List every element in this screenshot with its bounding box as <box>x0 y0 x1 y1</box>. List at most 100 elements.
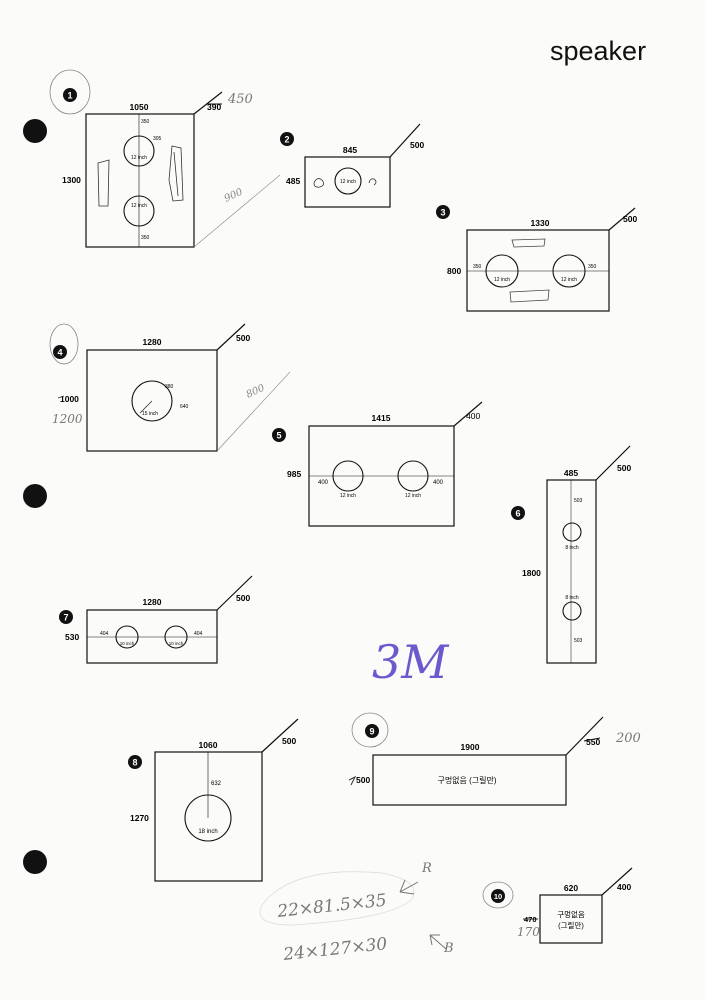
depth-label-6: 500 <box>617 463 631 473</box>
center-text-9: 구멍없음 (그릴만) <box>437 775 496 785</box>
bottom-dim-1: 350 <box>141 235 150 241</box>
depth-line-2 <box>389 123 421 158</box>
hand-sketch-1a <box>97 159 110 207</box>
right-dim-5: 400 <box>433 480 444 486</box>
number-label-10: 10 <box>494 892 502 901</box>
width-label-5: 1415 <box>372 413 391 423</box>
speaker-label-7a: 10 inch <box>120 641 135 646</box>
right-dim-4: 640 <box>180 404 189 410</box>
hand-circle-1 <box>49 69 91 115</box>
depth-label-10: 400 <box>617 882 631 892</box>
diagram-1: 1 1050 1300 390 450 900 350 305 12 inch … <box>49 69 281 248</box>
side-dim-1: 305 <box>153 136 162 142</box>
handwritten-notes: 22×81.5×35 R 24×127×30 B <box>259 861 454 965</box>
note-b: 24×127×30 <box>281 934 388 965</box>
speaker-label-5b: 12 inch <box>405 493 421 499</box>
note-r: 22×81.5×35 <box>275 891 387 922</box>
hand-sketch-2a <box>313 178 324 188</box>
hand-sketch-3b <box>509 289 550 303</box>
number-badge-2 <box>280 132 294 146</box>
height-label-9: 500 <box>356 775 370 785</box>
speaker-box-6 <box>546 479 597 664</box>
number-label-8: 8 <box>132 758 137 768</box>
speaker-circle-1a <box>123 135 155 167</box>
binder-hole-bottom <box>23 850 47 874</box>
number-label-6: 6 <box>515 509 520 519</box>
hand-circle-9 <box>351 712 389 748</box>
width-label-4: 1280 <box>143 337 162 347</box>
height-label-6: 1800 <box>522 568 541 578</box>
height-label-7: 530 <box>65 632 79 642</box>
height-label-10: 470 <box>524 915 537 924</box>
depth-line-4 <box>216 323 246 351</box>
depth-line-7 <box>216 575 253 611</box>
height-label-3: 800 <box>447 266 461 276</box>
width-label-6: 485 <box>564 468 578 478</box>
tag-r: R <box>421 861 432 876</box>
strike-height-9 <box>348 775 357 786</box>
depth-label-9: 550 <box>586 737 600 747</box>
number-label-7: 7 <box>63 613 68 623</box>
speaker-circle-5b <box>397 460 429 492</box>
speaker-label-2: 12 inch <box>340 179 356 185</box>
depth-handwritten-1: 450 <box>227 92 253 107</box>
number-label-9: 9 <box>369 727 374 737</box>
hand-sketch-2b <box>368 178 377 186</box>
diagram-9: 9 1900 500 550 200 구멍없음 (그릴만) <box>348 712 641 806</box>
speaker-circle-1b <box>123 195 155 227</box>
number-badge-8 <box>128 755 142 769</box>
height-handwritten-10: 170 <box>517 925 540 939</box>
height-handwritten-4: 1200 <box>52 412 83 426</box>
speaker-circle-2 <box>334 167 362 195</box>
right-dim-7: 404 <box>194 631 203 637</box>
top-dim-4: 380 <box>165 384 174 390</box>
number-badge-10 <box>491 889 505 903</box>
number-label-2: 2 <box>284 135 289 145</box>
right-dim-3: 350 <box>588 264 597 270</box>
speaker-box-2 <box>304 156 391 208</box>
radius-line-4 <box>139 400 153 414</box>
depth-label-8: 500 <box>282 736 296 746</box>
speaker-label-7b: 10 inch <box>169 641 184 646</box>
top-dim-1: 350 <box>141 119 150 125</box>
depth-label-7: 500 <box>236 593 250 603</box>
depth-label-2: 500 <box>410 140 424 150</box>
speaker-box-9 <box>372 754 567 806</box>
width-label-8: 1060 <box>199 740 218 750</box>
center-text-10a: 구멍없음 <box>557 909 585 919</box>
depth-line-5 <box>453 401 483 427</box>
speaker-box-7 <box>86 609 218 664</box>
depth-label-4: 500 <box>236 333 250 343</box>
width-label-7: 1280 <box>143 597 162 607</box>
number-badge-3 <box>436 205 450 219</box>
depth-handwritten-9: 200 <box>615 731 641 746</box>
speaker-label-6b: 8 inch <box>565 595 579 601</box>
height-label-8: 1270 <box>130 813 149 823</box>
number-label-3: 3 <box>440 208 445 218</box>
speaker-label-4: 15 inch <box>142 411 158 417</box>
speaker-label-3b: 12 inch <box>561 277 577 283</box>
diagram-5: 5 1415 985 400 400 400 12 inch 12 inch <box>272 401 483 527</box>
depth-label-3: 500 <box>623 214 637 224</box>
speaker-circle-6b <box>562 601 582 621</box>
depth-line-3 <box>608 207 636 231</box>
number-badge-9 <box>365 724 379 738</box>
speaker-label-1a: 12 inch <box>131 155 147 161</box>
speaker-box-8 <box>154 751 263 882</box>
strike-depth-9 <box>583 737 601 742</box>
width-label-3: 1330 <box>531 218 550 228</box>
speaker-box-1 <box>85 113 195 248</box>
binder-hole-middle <box>23 484 47 508</box>
height-label-4: 1000 <box>60 394 79 404</box>
speaker-label-6a: 8 inch <box>565 545 579 551</box>
hand-sketch-3a <box>511 238 546 248</box>
width-label-9: 1900 <box>461 742 480 752</box>
diagram-6: 6 485 1800 500 503 8 inch 8 inch 503 <box>511 445 631 664</box>
speaker-label-5a: 12 inch <box>340 493 356 499</box>
left-dim-5: 400 <box>318 480 329 486</box>
number-badge-1 <box>63 88 77 102</box>
depth-label-5: 400 <box>466 411 480 421</box>
width-label-1: 1050 <box>130 102 149 112</box>
handwritten-3m: 3M <box>372 635 450 689</box>
